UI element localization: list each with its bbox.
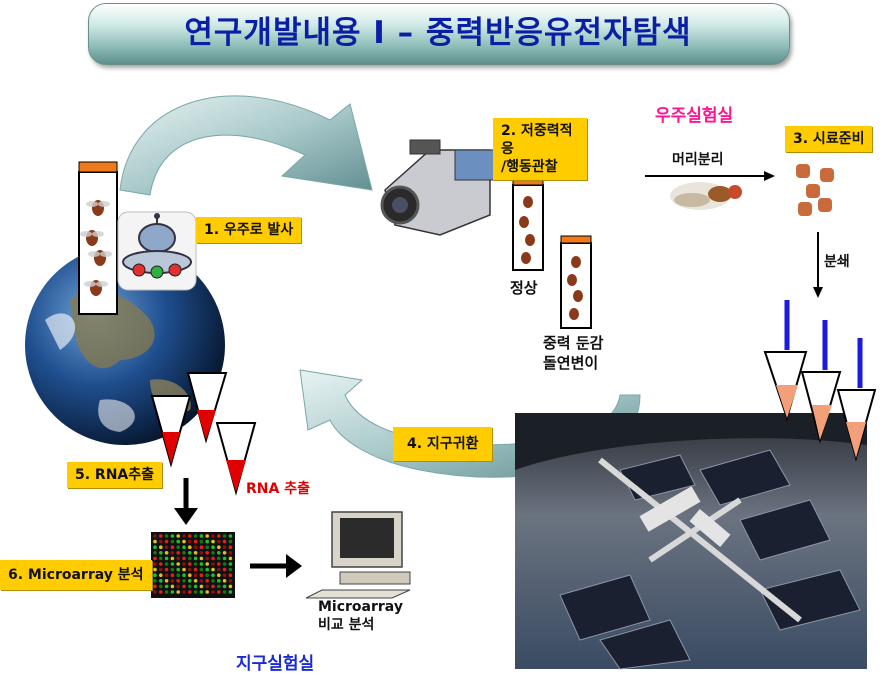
space-lab-label: 우주실험실 <box>655 106 734 126</box>
arrow-to-microarray <box>174 478 198 525</box>
camcorder-icon <box>380 139 496 236</box>
arrow-crush <box>813 232 823 298</box>
title-banner <box>88 3 790 65</box>
compare-label-line2: 비교 분석 <box>318 617 375 633</box>
step-1-launch: 1. 우주로 발사 <box>196 217 302 243</box>
fly-vial-launch <box>78 161 118 315</box>
compare-label-line1: Microarray <box>318 599 403 615</box>
fly-vial-mutant <box>560 235 592 329</box>
step-6-microarray: 6. Microarray 분석 <box>0 560 152 590</box>
step-2-observation: 2. 저중력적응 /행동관찰 <box>493 118 587 180</box>
page-title: 연구개발내용 Ⅰ – 중력반응유전자탐색 <box>184 15 692 51</box>
fly-vial-normal <box>512 177 544 271</box>
rna-extraction-label: RNA 추출 <box>246 481 310 497</box>
microarray-chip <box>151 532 235 598</box>
space-station-image <box>515 413 867 670</box>
mutant-label-line2: 돌연변이 <box>543 354 599 372</box>
computer-icon <box>305 511 411 599</box>
rna-tubes <box>150 372 257 496</box>
step-5-rna-extraction: 5. RNA추출 <box>67 462 163 488</box>
fruit-fly-icon <box>670 182 742 210</box>
head-separation-label: 머리분리 <box>672 152 724 168</box>
crush-label: 분쇄 <box>824 254 850 270</box>
compare-label: Microarray 비교 분석 <box>318 598 403 634</box>
fly-heads-sample <box>796 164 834 216</box>
cycle-arrow-top <box>119 95 373 196</box>
arrow-to-computer <box>250 554 302 578</box>
step-2-line1: 2. 저중력적응 <box>501 123 573 157</box>
mutant-label: 중력 둔감 돌연변이 <box>543 333 603 373</box>
arrow-head-separation <box>645 171 775 181</box>
step-2-line2: /행동관찰 <box>501 159 558 175</box>
mutant-label-line1: 중력 둔감 <box>543 334 604 352</box>
centrifuge-tubes-space <box>763 300 877 462</box>
normal-label: 정상 <box>510 279 538 297</box>
earth-lab-label: 지구실험실 <box>236 654 315 674</box>
step-3-sample-prep: 3. 시료준비 <box>785 126 873 152</box>
ufo-icon <box>117 211 197 291</box>
step-4-return: 4. 지구귀환 <box>393 427 493 461</box>
